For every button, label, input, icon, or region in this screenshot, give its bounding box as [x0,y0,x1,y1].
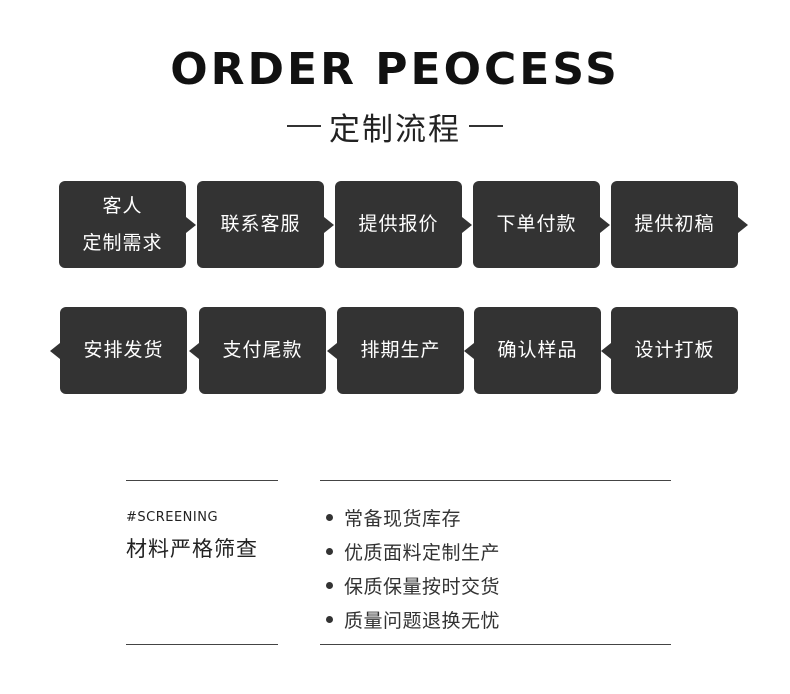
step-design-sample: 设计打板 [611,307,738,394]
subtitle-dash-left [287,125,321,127]
step-confirm-sample: 确认样品 [474,307,601,394]
step-label: 定制需求 [82,231,163,254]
step-label: 联系客服 [220,213,301,236]
arrow-left-icon [50,343,60,359]
arrow-right-icon [600,217,610,233]
divider-bottom-right [320,644,671,645]
step-shipping: 安排发货 [60,307,187,394]
step-label: 提供初稿 [634,213,715,236]
feature-list: 常备现货库存 优质面料定制生产 保质保量按时交货 质量问题退换无忧 [326,500,500,636]
bullet-icon [326,547,333,555]
feature-text: 质量问题退换无忧 [344,609,501,632]
list-item: 质量问题退换无忧 [326,602,500,636]
divider-top-right [320,480,671,481]
arrow-right-icon [186,217,196,233]
step-contact-service: 联系客服 [197,181,324,268]
feature-text: 优质面料定制生产 [344,541,501,564]
step-order-payment: 下单付款 [473,181,600,268]
step-customer-request: 客人 定制需求 [59,181,186,268]
arrow-left-icon [189,343,199,359]
step-label: 提供报价 [358,213,439,236]
arrow-right-icon [324,217,334,233]
step-first-draft: 提供初稿 [611,181,738,268]
page-subtitle: 定制流程 [329,111,461,148]
step-label: 安排发货 [83,339,164,362]
step-label: 客人 [102,195,143,218]
list-item: 常备现货库存 [326,500,500,534]
step-final-payment: 支付尾款 [199,307,326,394]
divider-bottom-left [126,644,278,645]
step-label: 确认样品 [497,339,578,362]
bullet-icon [326,513,333,521]
step-quotation: 提供报价 [335,181,462,268]
divider-top-left [126,480,278,481]
bullet-icon [326,581,333,589]
arrow-right-icon [738,217,748,233]
list-item: 优质面料定制生产 [326,534,500,568]
arrow-left-icon [327,343,337,359]
arrow-left-icon [464,343,474,359]
arrow-right-icon [462,217,472,233]
screening-title: 材料严格筛查 [126,537,258,561]
feature-text: 保质保量按时交货 [344,575,501,598]
step-label: 排期生产 [360,339,441,362]
arrow-left-icon [601,343,611,359]
page-title: ORDER PEOCESS [170,44,620,95]
subtitle-dash-right [469,125,503,127]
step-label: 支付尾款 [222,339,303,362]
step-label: 设计打板 [634,339,715,362]
step-label: 下单付款 [496,213,577,236]
screening-tag: #SCREENING [126,510,219,525]
subtitle-row: 定制流程 [0,106,790,148]
feature-text: 常备现货库存 [344,507,462,530]
bullet-icon [326,615,333,623]
list-item: 保质保量按时交货 [326,568,500,602]
step-production: 排期生产 [337,307,464,394]
